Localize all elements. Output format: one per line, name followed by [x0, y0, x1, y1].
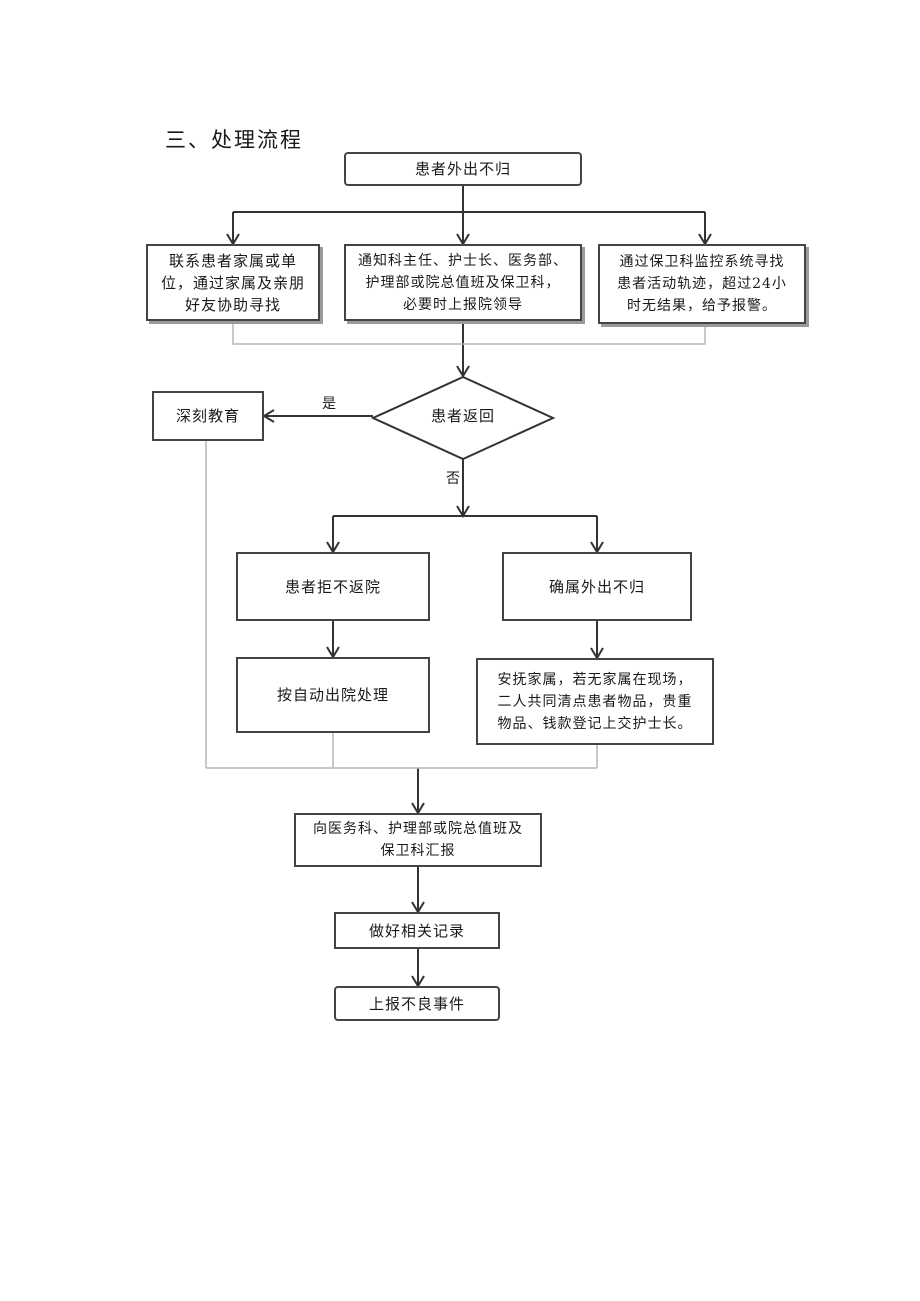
adverse-event-label: 上报不良事件: [368, 994, 465, 1013]
refuse-return-node: 患者拒不返院: [236, 552, 430, 621]
contact-family-label: 联系患者家属或单 位，通过家属及亲朋 好友协助寻找: [160, 251, 305, 314]
contact-family-node: 联系患者家属或单 位，通过家属及亲朋 好友协助寻找: [146, 244, 320, 321]
reassure-family-node: 安抚家属，若无家属在现场， 二人共同清点患者物品，贵重 物品、钱款登记上交护士长…: [476, 658, 714, 745]
notify-leaders-label: 通知科主任、护士长、医务部、 护理部或院总值班及保卫科， 必要时上报院领导: [358, 252, 568, 313]
refuse-return-label: 患者拒不返院: [284, 577, 381, 596]
record-label: 做好相关记录: [368, 921, 465, 940]
start-label: 患者外出不归: [414, 160, 511, 178]
confirmed-absent-node: 确属外出不归: [502, 552, 692, 621]
confirmed-absent-label: 确属外出不归: [548, 577, 645, 596]
decision-diamond: [370, 375, 556, 461]
connector: [232, 321, 706, 345]
education-label: 深刻教育: [175, 407, 240, 425]
security-monitor-node: 通过保卫科监控系统寻找 患者活动轨迹，超过24小 时无结果，给予报警。: [598, 244, 806, 324]
report-depts-node: 向医务科、护理部或院总值班及 保卫科汇报: [294, 813, 542, 867]
section-heading: 三、处理流程: [165, 128, 303, 152]
security-monitor-label: 通过保卫科监控系统寻找 患者活动轨迹，超过24小 时无结果，给予报警。: [617, 254, 787, 314]
notify-leaders-node: 通知科主任、护士长、医务部、 护理部或院总值班及保卫科， 必要时上报院领导: [344, 244, 582, 321]
reassure-family-label: 安抚家属，若无家属在现场， 二人共同清点患者物品，贵重 物品、钱款登记上交护士长…: [497, 671, 693, 732]
report-depts-label: 向医务科、护理部或院总值班及 保卫科汇报: [313, 821, 523, 859]
decision-label: 患者返回: [430, 407, 495, 425]
adverse-event-node: 上报不良事件: [334, 986, 500, 1021]
start-node: 患者外出不归: [344, 152, 582, 186]
self-discharge-label: 按自动出院处理: [276, 686, 389, 704]
education-node: 深刻教育: [152, 391, 264, 441]
yes-label: 是: [322, 396, 336, 412]
self-discharge-node: 按自动出院处理: [236, 657, 430, 733]
record-node: 做好相关记录: [334, 912, 500, 949]
no-label: 否: [446, 471, 460, 487]
